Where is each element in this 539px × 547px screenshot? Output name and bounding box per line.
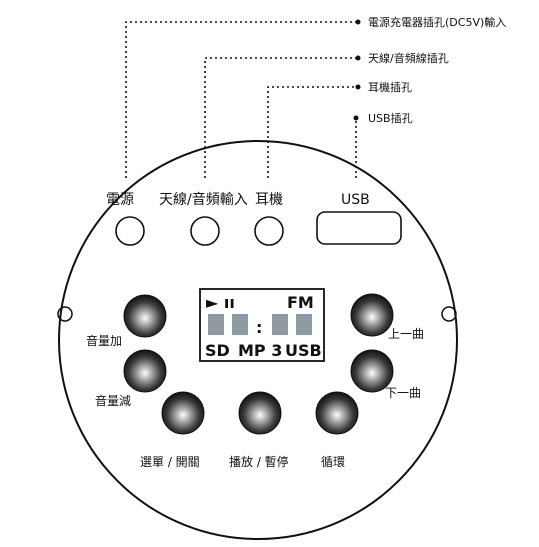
headphone-jack[interactable] bbox=[254, 216, 284, 246]
label-next-track: 下一曲 bbox=[385, 386, 421, 400]
play-pause-button[interactable] bbox=[238, 391, 282, 435]
label-volume-down: 音量減 bbox=[95, 393, 131, 408]
prev-track-button[interactable] bbox=[350, 293, 394, 337]
power-jack[interactable] bbox=[115, 216, 145, 246]
lcd-play-pause-icon: ► ıı bbox=[206, 293, 235, 312]
label-select-power: 選單 / 開關 bbox=[140, 455, 200, 469]
mount-hole-left bbox=[57, 306, 73, 322]
lcd-colon: : bbox=[256, 318, 262, 337]
callout-leaders bbox=[125, 21, 357, 178]
lcd-band: FM bbox=[287, 293, 314, 312]
callout-dots bbox=[353, 19, 361, 121]
callout-dc-jack: 電源充電器插孔(DC5V)輸入 bbox=[368, 15, 506, 29]
next-track-button[interactable] bbox=[350, 349, 394, 393]
port-label-power: 電源 bbox=[106, 192, 134, 208]
volume-down-button[interactable] bbox=[123, 349, 167, 393]
lcd-mode-usb: USB bbox=[285, 341, 322, 360]
repeat-button[interactable] bbox=[315, 391, 359, 435]
lcd-digits bbox=[208, 314, 312, 335]
callout-headphone-jack: 耳機插孔 bbox=[368, 80, 412, 94]
port-label-antenna: 天線/音頻輸入 bbox=[159, 191, 248, 208]
callout-antenna-jack: 天線/音頻線插孔 bbox=[368, 51, 449, 65]
label-volume-up: 音量加 bbox=[86, 333, 122, 348]
label-prev-track: 上一曲 bbox=[388, 327, 424, 341]
usb-port[interactable] bbox=[316, 211, 402, 245]
label-repeat: 循環 bbox=[321, 455, 345, 469]
panel-outline bbox=[58, 140, 458, 540]
select-power-button[interactable] bbox=[161, 391, 205, 435]
antenna-jack[interactable] bbox=[190, 216, 220, 246]
port-label-usb: USB bbox=[341, 192, 370, 208]
label-play-pause: 播放 / 暫停 bbox=[229, 454, 289, 469]
lcd-display bbox=[199, 288, 325, 362]
port-label-headphone: 耳機 bbox=[255, 192, 283, 208]
lcd-mode-mp3: MP 3 bbox=[238, 341, 282, 360]
callout-usb-jack: USB插孔 bbox=[368, 111, 413, 125]
mount-hole-right bbox=[441, 306, 457, 322]
volume-up-button[interactable] bbox=[123, 294, 167, 338]
lcd-mode-sd: SD bbox=[205, 341, 230, 360]
